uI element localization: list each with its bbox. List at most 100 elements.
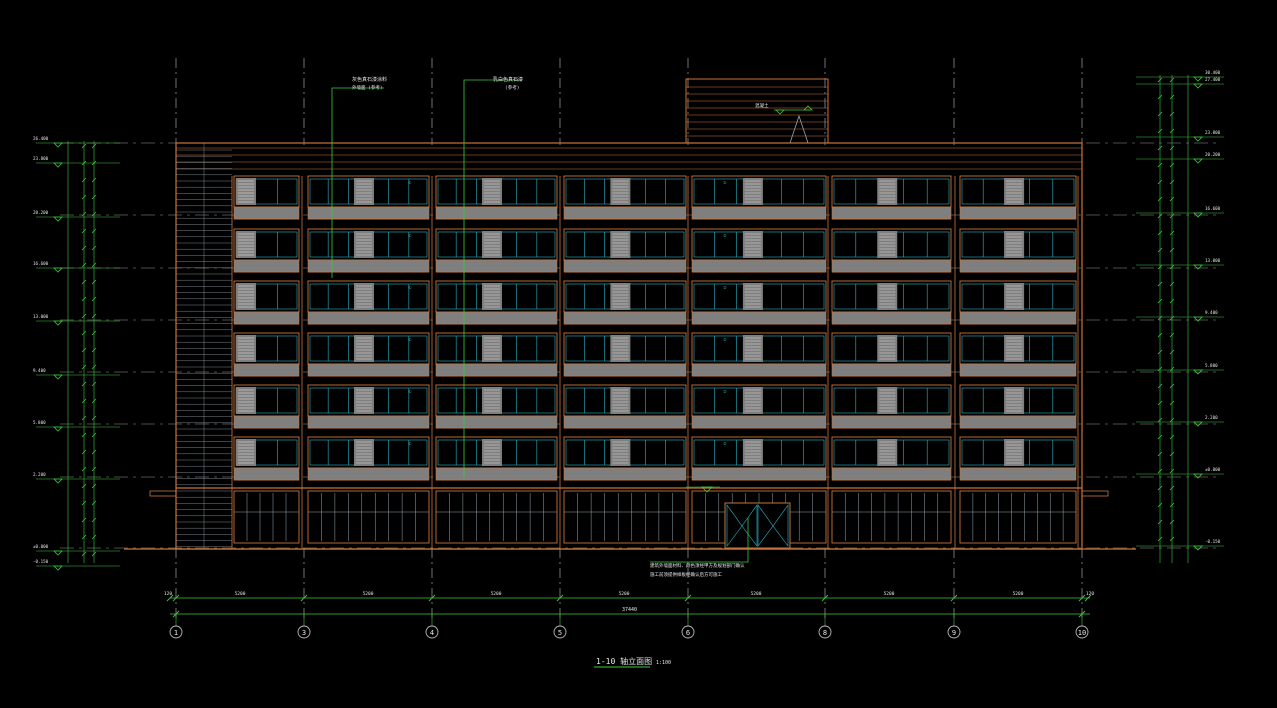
dim-tick-left [81, 279, 87, 285]
louver-panel [236, 231, 256, 258]
dim-tick-left [81, 313, 87, 319]
level-label-right: 9.400 [1205, 310, 1218, 315]
louver-panel [877, 283, 898, 310]
spandrel-panel [435, 311, 558, 325]
dim-tick-left [91, 194, 97, 200]
level-marker-right [1193, 369, 1203, 375]
level-label-left: 26.400 [33, 136, 49, 141]
spandrel-panel [233, 259, 300, 273]
spandrel-panel [233, 363, 300, 377]
louver-panel [742, 439, 763, 466]
window-tag: ② [723, 285, 727, 290]
level-marker-right [1193, 76, 1203, 82]
dim-tick-right [1157, 468, 1163, 474]
main-entrance [724, 502, 791, 549]
dim-tick [1078, 594, 1086, 602]
dim-tick-right [1157, 264, 1163, 270]
callout-grey-paint: 灰色真石漆涂料 [352, 76, 387, 83]
callout-roof: 混凝土 [755, 102, 769, 109]
dim-tick-right [1157, 162, 1163, 168]
spandrel-panel [435, 259, 558, 273]
dim-tick-left [91, 245, 97, 251]
dim-tick-right [1169, 451, 1175, 457]
spandrel-panel [831, 467, 952, 481]
dim-tick-right [1157, 434, 1163, 440]
spandrel-panel [691, 311, 827, 325]
axis-bubble-label: 10 [1078, 629, 1086, 637]
spandrel-panel [563, 206, 687, 220]
louver-panel [610, 439, 631, 466]
entrance-door-leaf [772, 504, 789, 547]
storefront-frame [307, 490, 430, 544]
level-marker-right [1193, 473, 1203, 479]
dim-tick-left [91, 143, 97, 149]
dim-tick-right [1169, 281, 1175, 287]
window-tag: ② [723, 180, 727, 185]
storefront-frame [959, 490, 1077, 544]
dim-tick-left [91, 262, 97, 268]
louver-panel [610, 231, 631, 258]
dim-tick-right [1169, 264, 1175, 270]
spandrel-panel [959, 415, 1077, 429]
dim-label-bay: 120 [164, 591, 172, 597]
window-tag: ② [723, 337, 727, 342]
window-tag: ① [408, 441, 412, 446]
storefront-frame [563, 490, 687, 544]
dim-tick-right [1157, 366, 1163, 372]
axis-bubble [947, 625, 961, 639]
entrance-door-leaf [726, 504, 743, 547]
dim-tick-right [1157, 383, 1163, 389]
level-marker-left [53, 142, 63, 148]
louver-panel [742, 178, 763, 205]
dim-tick-left [91, 534, 97, 540]
level-label-left: 5.800 [33, 420, 46, 425]
dim-tick-right [1169, 94, 1175, 100]
level-label-left: -0.150 [33, 559, 49, 564]
level-marker-left [53, 550, 63, 556]
spandrel-panel [691, 259, 827, 273]
dim-tick-left [81, 398, 87, 404]
dim-tick-right [1169, 349, 1175, 355]
louver-panel [742, 387, 763, 414]
level-label-right: 5.800 [1205, 363, 1218, 368]
window-tag: ② [723, 233, 727, 238]
dim-tick-left [81, 466, 87, 472]
dim-tick-right [1169, 196, 1175, 202]
dim-tick-left [91, 483, 97, 489]
louver-panel [877, 231, 898, 258]
dim-tick-right [1157, 502, 1163, 508]
dim-tick-left [91, 177, 97, 183]
dim-tick-left [91, 551, 97, 557]
dim-label-bay: 5200 [235, 591, 246, 597]
drawing-scale: 1:100 [656, 660, 671, 666]
dim-tick-left [81, 160, 87, 166]
dim-tick-right [1169, 247, 1175, 253]
axis-bubble-label: 5 [558, 629, 562, 637]
louver-panel [481, 387, 502, 414]
dim-tick-right [1157, 281, 1163, 287]
left-canopy-stub [149, 490, 177, 497]
total-dimension: 37440 [622, 607, 637, 613]
level-marker-left [53, 320, 63, 326]
spandrel-panel [563, 415, 687, 429]
dim-tick-left [81, 245, 87, 251]
dim-tick-right [1169, 502, 1175, 508]
louver-panel [1004, 335, 1025, 362]
dim-tick-right [1169, 400, 1175, 406]
spandrel-panel [435, 363, 558, 377]
window-tag: ① [408, 389, 412, 394]
storefront-frame [831, 490, 952, 544]
dim-tick-right [1157, 128, 1163, 134]
window-tag: ① [408, 233, 412, 238]
dim-tick-left [81, 415, 87, 421]
louver-panel [1004, 387, 1025, 414]
louver-panel [877, 387, 898, 414]
dim-tick [428, 594, 436, 602]
dim-tick-right [1169, 230, 1175, 236]
dim-tick-right [1157, 145, 1163, 151]
window-tag: ② [723, 441, 727, 446]
dim-tick-left [81, 364, 87, 370]
dim-tick-left [81, 432, 87, 438]
